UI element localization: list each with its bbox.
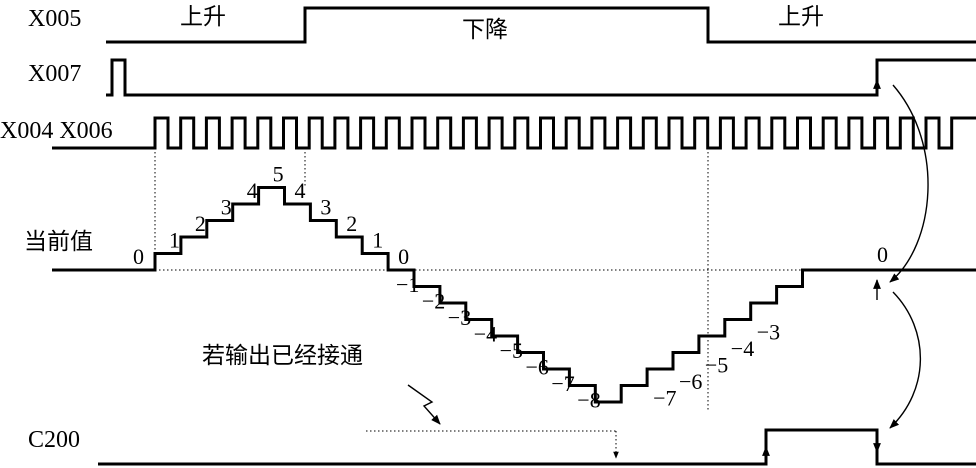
x005-waveform — [106, 6, 976, 44]
output-curve-arrow — [889, 291, 921, 429]
value-label: 1 — [169, 228, 180, 253]
value-label: 0 — [877, 242, 888, 267]
value-label: 3 — [320, 195, 331, 220]
value-label: −5 — [500, 338, 523, 363]
value-label: −7 — [551, 371, 574, 396]
value-label: 5 — [273, 162, 284, 187]
value-label: 4 — [247, 178, 258, 203]
value-label: −5 — [705, 353, 728, 378]
reset-curve-arrow — [889, 84, 929, 283]
value-label: −3 — [448, 305, 471, 330]
value-label: 2 — [195, 211, 206, 236]
value-label: 2 — [346, 211, 357, 236]
value-label: 4 — [295, 178, 306, 203]
value-label: −2 — [422, 289, 445, 314]
x004-x006-label: X004 X006 — [0, 118, 113, 144]
c200-waveform — [98, 428, 976, 466]
value-label: −3 — [757, 320, 780, 345]
x005-up-right: 上升 — [778, 4, 824, 30]
current-value-label: 当前值 — [24, 229, 93, 255]
c200-label: C200 — [28, 427, 80, 453]
current-value-staircase — [52, 186, 976, 404]
value-label: −4 — [731, 336, 754, 361]
value-label: 0 — [133, 244, 144, 269]
x005-down: 下降 — [462, 17, 508, 43]
x007-waveform — [106, 58, 976, 97]
x005-up-left: 上升 — [180, 4, 226, 30]
x007-label: X007 — [28, 61, 81, 87]
clock-waveform — [52, 116, 976, 150]
annotation-text: 若输出已经接通 — [202, 343, 363, 369]
lightning-arrow-icon — [407, 384, 441, 425]
value-label: −4 — [474, 322, 497, 347]
value-label: −6 — [679, 369, 702, 394]
value-label: −8 — [577, 388, 600, 413]
value-label: 3 — [221, 195, 232, 220]
x005-label: X005 — [28, 6, 81, 32]
value-label: −7 — [653, 386, 676, 411]
value-label: −1 — [396, 272, 419, 297]
value-label: −6 — [526, 355, 549, 380]
value-label: 0 — [398, 244, 409, 269]
value-label: 1 — [372, 228, 383, 253]
